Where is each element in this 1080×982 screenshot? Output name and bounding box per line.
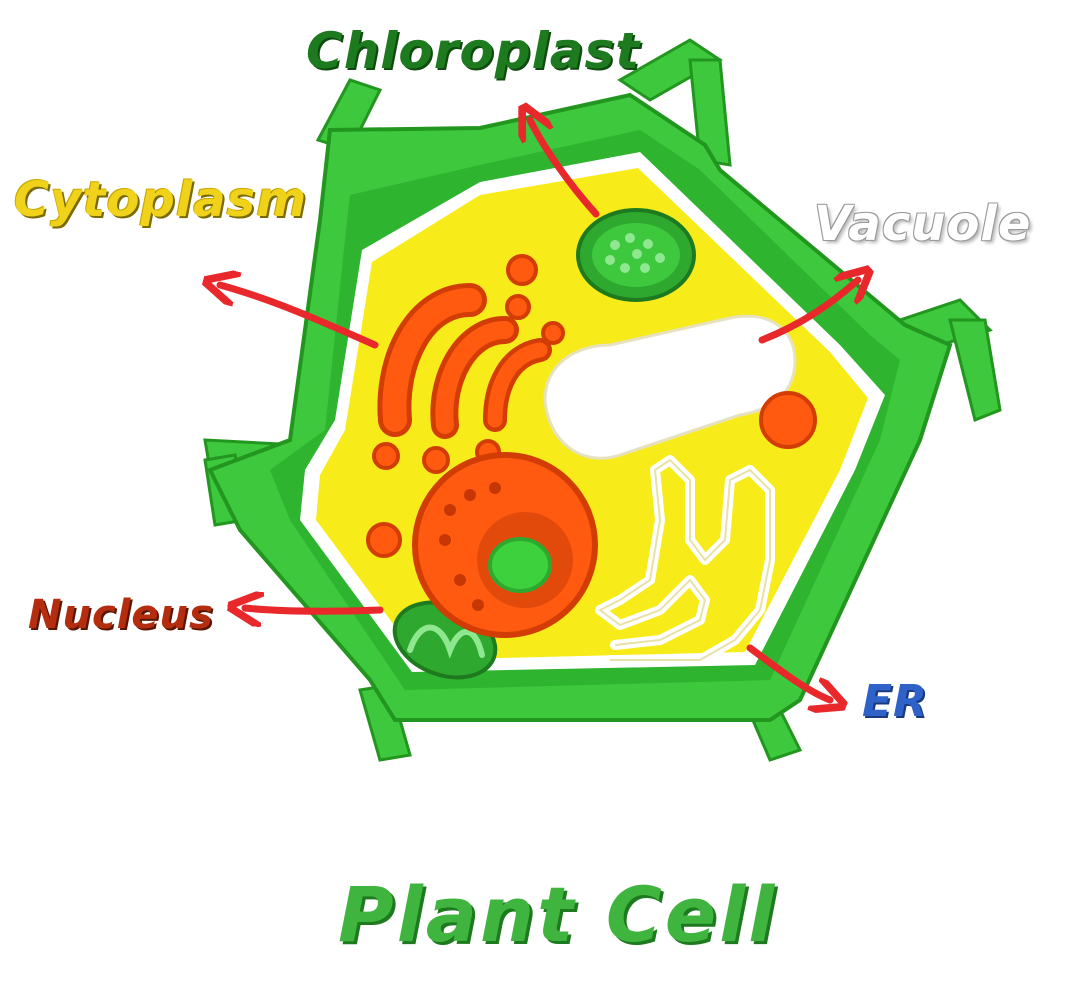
vacuole — [543, 314, 797, 460]
golgi-apparatus — [377, 283, 552, 439]
arrow-chloroplast — [530, 120, 600, 218]
diagram-title: Plant Cell — [338, 870, 778, 959]
nucleus — [412, 452, 598, 638]
arrow-vacuole — [758, 280, 858, 344]
vesicles — [366, 254, 817, 558]
arrow-er — [746, 644, 830, 700]
arrow-nucleus — [245, 608, 384, 611]
label-nucleus: Nucleus — [28, 592, 214, 638]
endoplasmic-reticulum-outline — [598, 458, 771, 661]
label-vacuole: Vacuole — [814, 196, 1032, 252]
chloroplast-top — [576, 208, 696, 302]
label-chloroplast: Chloroplast — [306, 22, 641, 80]
label-er: ER — [862, 676, 928, 727]
label-cytoplasm: Cytoplasm — [14, 172, 308, 228]
arrow-cytoplasm — [220, 285, 379, 349]
label-arrows — [220, 120, 858, 700]
